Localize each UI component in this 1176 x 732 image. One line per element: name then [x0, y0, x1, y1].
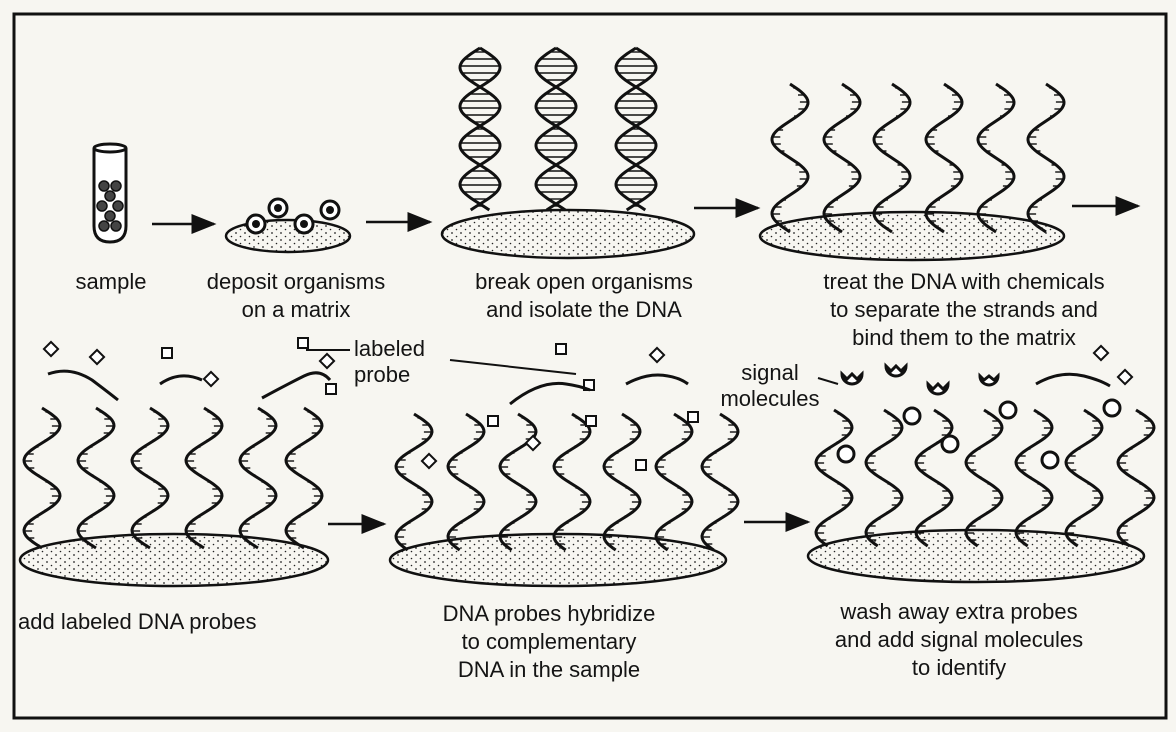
caption-line: add labeled DNA probes	[18, 608, 348, 636]
signal-molecule-icons	[838, 366, 1120, 468]
dna-single-strand	[1118, 410, 1154, 546]
dna-single-strand	[396, 414, 432, 550]
dna-single-strand	[500, 414, 536, 550]
separated-strands-group	[772, 84, 1064, 232]
callout-signal-molecules: signal molecules	[700, 360, 840, 412]
dna-single-strand	[656, 414, 692, 550]
step-caption-wash: wash away extra probes and add signal mo…	[790, 598, 1128, 682]
caption-line: deposit organisms	[176, 268, 416, 296]
dna-double-helix	[460, 48, 500, 210]
dna-single-strand	[286, 408, 322, 548]
dna-single-strand	[1016, 410, 1052, 546]
probe-label-icon	[44, 338, 336, 394]
caption-line: DNA in the sample	[396, 656, 702, 684]
caption-line: bind them to the matrix	[774, 324, 1154, 352]
free-labeled-probes	[48, 371, 330, 400]
dna-single-strand	[916, 410, 952, 546]
dna-single-strand	[554, 414, 590, 550]
step-caption-break: break open organisms and isolate the DNA	[436, 268, 732, 324]
signal-step-strands	[816, 410, 1154, 546]
dna-single-strand	[874, 84, 910, 232]
dna-single-strand	[604, 414, 640, 550]
dna-single-strand	[978, 84, 1014, 232]
dna-single-strand	[926, 84, 962, 232]
caption-line: and isolate the DNA	[436, 296, 732, 324]
dna-single-strand	[1066, 410, 1102, 546]
dna-single-strand	[1028, 84, 1064, 232]
matrix-disc	[20, 534, 328, 586]
matrix-disc	[390, 534, 726, 586]
isolated-dna-group	[460, 48, 656, 210]
caption-line: probe	[354, 362, 464, 388]
caption-line: to complementary	[396, 628, 702, 656]
matrix-disc	[226, 220, 350, 252]
step-caption-treat: treat the DNA with chemicals to separate…	[774, 268, 1154, 352]
dna-double-helix	[536, 48, 576, 210]
caption-line: sample	[36, 268, 186, 296]
caption-line: DNA probes hybridize	[396, 600, 702, 628]
caption-line: on a matrix	[176, 296, 416, 324]
dna-single-strand	[824, 84, 860, 232]
caption-line: signal	[700, 360, 840, 386]
caption-line: wash away extra probes	[790, 598, 1128, 626]
step-caption-deposit: deposit organisms on a matrix	[176, 268, 416, 324]
dna-single-strand	[702, 414, 738, 550]
matrix-disc	[808, 530, 1144, 582]
caption-line: to identify	[790, 654, 1128, 682]
dna-single-strand	[240, 408, 276, 548]
probe-step-strands	[24, 408, 322, 548]
caption-line: labeled	[354, 336, 464, 362]
caption-line: molecules	[700, 386, 840, 412]
dna-single-strand	[448, 414, 484, 550]
dna-single-strand	[866, 410, 902, 546]
matrix-with-organisms	[226, 199, 350, 252]
dna-single-strand	[186, 408, 222, 548]
dna-single-strand	[78, 408, 114, 548]
caption-line: to separate the strands and	[774, 296, 1154, 324]
callout-labeled-probe: labeled probe	[354, 336, 464, 388]
sample-tube-icon	[94, 144, 126, 242]
dna-single-strand	[966, 410, 1002, 546]
caption-line: treat the DNA with chemicals	[774, 268, 1154, 296]
step-caption-hybridize: DNA probes hybridize to complementary DN…	[396, 600, 702, 684]
matrix-disc	[442, 210, 694, 258]
dna-single-strand	[772, 84, 808, 232]
dna-single-strand	[132, 408, 168, 548]
hybridized-strands	[396, 414, 738, 550]
matrix-disc	[760, 212, 1064, 260]
dna-double-helix	[616, 48, 656, 210]
step-caption-add-probes: add labeled DNA probes	[18, 608, 348, 636]
caption-line: and add signal molecules	[790, 626, 1128, 654]
dna-single-strand	[816, 410, 852, 546]
step-caption-sample: sample	[36, 268, 186, 296]
caption-line: break open organisms	[436, 268, 732, 296]
dna-single-strand	[24, 408, 60, 548]
